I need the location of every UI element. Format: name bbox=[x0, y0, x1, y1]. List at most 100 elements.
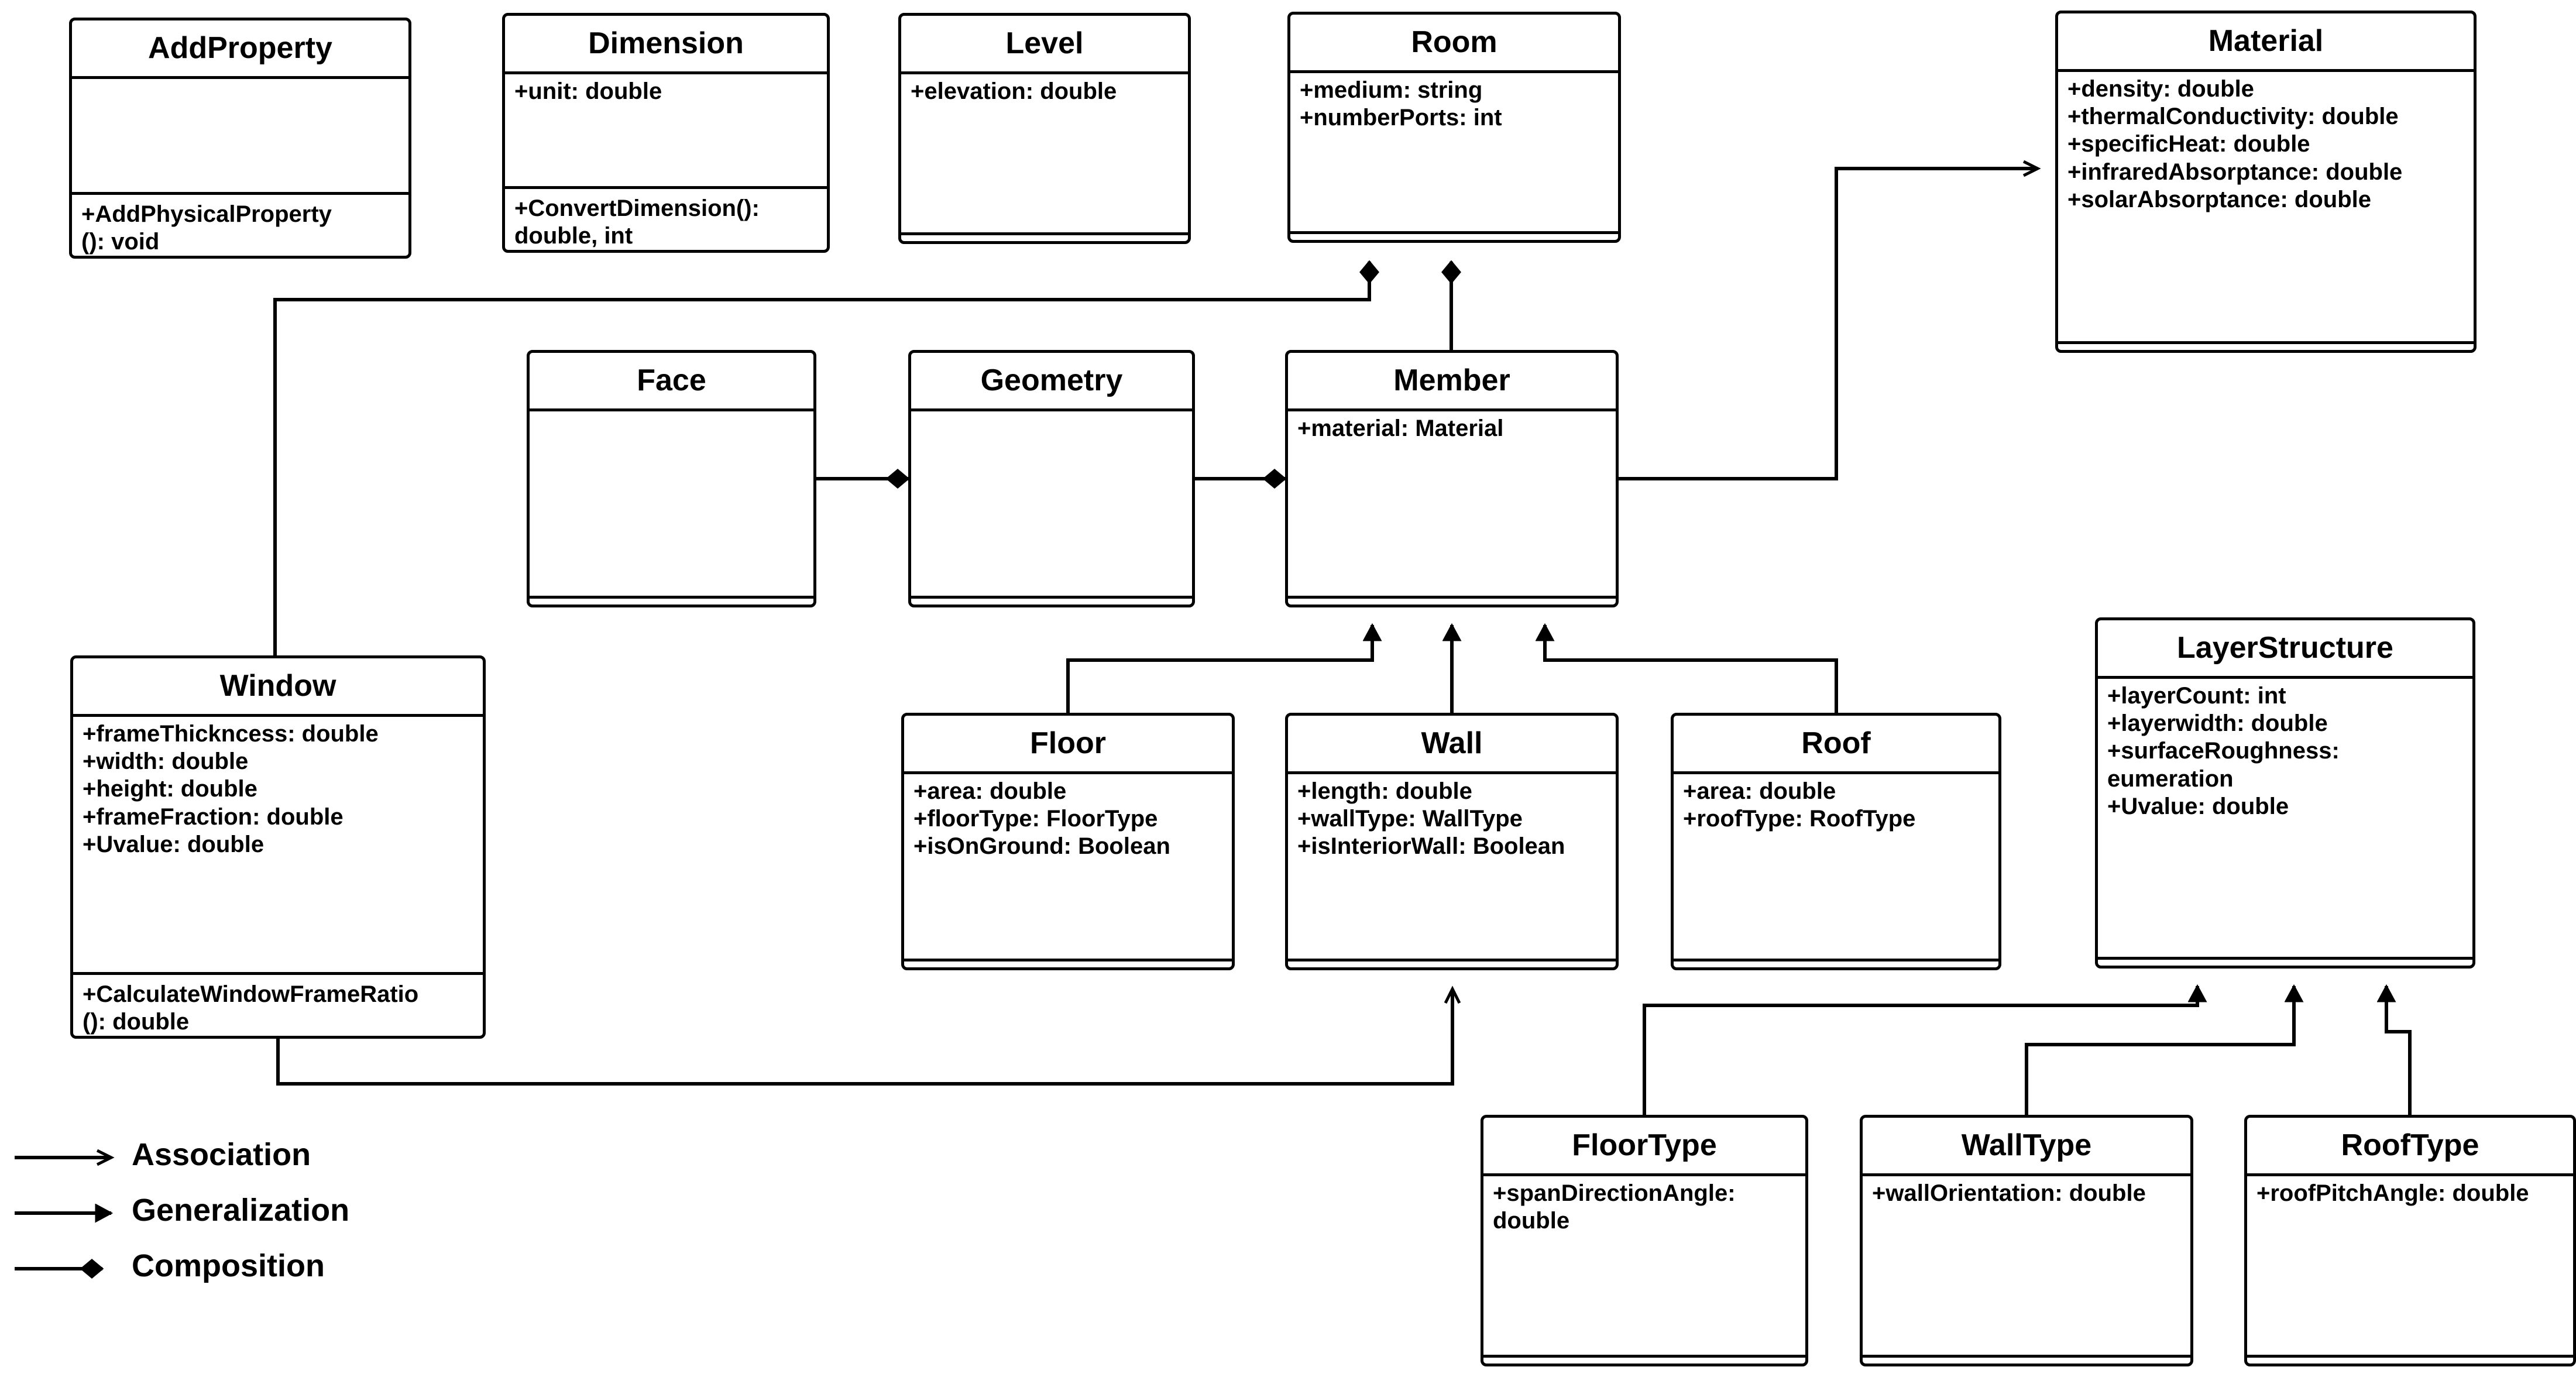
attribute-row: +density: double bbox=[2067, 76, 2254, 102]
class-separator bbox=[1863, 1355, 2190, 1358]
uml-class-window[interactable]: Window+frameThickncess: double+width: do… bbox=[70, 655, 486, 1039]
class-name-face: Face bbox=[637, 363, 706, 398]
uml-class-geometry[interactable]: Geometry bbox=[908, 350, 1195, 607]
class-operations-roof bbox=[1674, 961, 1998, 967]
uml-class-addproperty[interactable]: AddProperty+AddPhysicalProperty (): void bbox=[69, 18, 411, 259]
operation-row: +AddPhysicalProperty (): void bbox=[81, 201, 332, 255]
uml-class-floor[interactable]: Floor+area: double+floorType: FloorType+… bbox=[901, 713, 1235, 970]
class-operations-room bbox=[1290, 234, 1618, 240]
class-attributes-face bbox=[530, 411, 813, 596]
conn-window-wall bbox=[276, 989, 1452, 1086]
class-attributes-room: +medium: string+numberPorts: int bbox=[1290, 73, 1618, 231]
class-separator bbox=[1863, 1173, 2190, 1176]
class-separator bbox=[1288, 408, 1616, 411]
class-separator bbox=[2058, 69, 2474, 72]
class-operations-addproperty: +AddPhysicalProperty (): void bbox=[72, 195, 408, 256]
class-separator bbox=[1288, 959, 1616, 961]
uml-class-member[interactable]: Member +material: Material bbox=[1285, 350, 1619, 607]
class-attributes-rooftype: +roofPitchAngle: double bbox=[2247, 1176, 2573, 1355]
class-separator bbox=[1483, 1173, 1805, 1176]
conn-roof-member bbox=[1545, 625, 1838, 713]
class-name-layerstructure: LayerStructure bbox=[2177, 631, 2393, 665]
attribute-row: +Uvalue: double bbox=[83, 831, 265, 857]
class-separator bbox=[1290, 231, 1618, 234]
uml-class-room[interactable]: Room +medium: string+numberPorts: int bbox=[1287, 12, 1621, 243]
class-name-floortype: FloorType bbox=[1572, 1128, 1717, 1163]
operation-row: +CalculateWindowFrameRatio (): double bbox=[83, 981, 419, 1035]
uml-class-level[interactable]: Level +elevation: double bbox=[898, 13, 1191, 244]
class-separator bbox=[1674, 771, 1998, 774]
class-attributes-floor: +area: double+floorType: FloorType+isOnG… bbox=[904, 774, 1232, 959]
class-attributes-member: +material: Material bbox=[1288, 411, 1616, 596]
class-separator bbox=[2058, 341, 2474, 344]
association-connectors bbox=[276, 169, 2038, 1086]
attribute-row: +layerwidth: double bbox=[2107, 710, 2328, 737]
class-operations-face bbox=[530, 599, 813, 605]
uml-class-layerstructure[interactable]: LayerStructure +layerCount: int+layerwidt… bbox=[2095, 617, 2475, 969]
class-name-rooftype: RoofType bbox=[2341, 1128, 2479, 1163]
conn-window-room bbox=[273, 260, 1379, 655]
attribute-row: +isInteriorWall: Boolean bbox=[1297, 833, 1565, 860]
attribute-row: +layerCount: int bbox=[2107, 683, 2286, 709]
operation-row: +ConvertDimension(): double, int bbox=[514, 195, 760, 249]
attribute-row: +height: double bbox=[83, 776, 257, 802]
class-operations-geometry bbox=[911, 599, 1192, 605]
attribute-row: +thermalConductivity: double bbox=[2067, 104, 2399, 130]
class-name-material: Material bbox=[2208, 24, 2324, 59]
class-separator bbox=[1483, 1355, 1805, 1358]
class-attributes-geometry bbox=[911, 411, 1192, 596]
uml-class-floortype[interactable]: FloorType +spanDirectionAngle: double bbox=[1481, 1115, 1808, 1366]
uml-class-face[interactable]: Face bbox=[527, 350, 816, 607]
class-name-room: Room bbox=[1411, 25, 1497, 60]
attribute-row: +medium: string bbox=[1300, 77, 1483, 103]
generalization-connectors bbox=[1066, 625, 2412, 1115]
class-name-roof: Roof bbox=[1801, 726, 1871, 761]
class-separator bbox=[72, 76, 408, 79]
class-separator bbox=[1288, 771, 1616, 774]
uml-class-walltype[interactable]: WallType+wallOrientation: double bbox=[1860, 1115, 2193, 1366]
class-operations-rooftype bbox=[2247, 1358, 2573, 1364]
conn-floor-member bbox=[1066, 625, 1372, 713]
class-separator bbox=[901, 232, 1188, 235]
conn-member-material bbox=[1619, 169, 2038, 480]
class-separator bbox=[72, 191, 408, 195]
class-separator bbox=[2247, 1355, 2573, 1358]
attribute-row: +numberPorts: int bbox=[1300, 105, 1502, 131]
class-separator bbox=[73, 971, 483, 975]
class-separator bbox=[530, 408, 813, 411]
uml-class-material[interactable]: Material +density: double+thermalConducti… bbox=[2055, 11, 2477, 353]
class-attributes-floortype: +spanDirectionAngle: double bbox=[1483, 1176, 1805, 1355]
class-separator bbox=[2098, 676, 2472, 679]
uml-class-wall[interactable]: Wall+length: double+wallType: WallType+i… bbox=[1285, 713, 1619, 970]
class-name-dimension: Dimension bbox=[588, 26, 744, 61]
uml-class-roof[interactable]: Roof+area: double+roofType: RoofType bbox=[1671, 713, 2001, 970]
attribute-row: +floorType: FloorType bbox=[913, 806, 1158, 832]
attribute-row: +infraredAbsorptance: double bbox=[2067, 159, 2403, 185]
class-separator bbox=[2098, 957, 2472, 960]
class-name-member: Member bbox=[1393, 363, 1510, 398]
class-separator bbox=[1674, 959, 1998, 961]
conn-rooftype-layerstructure bbox=[2386, 986, 2412, 1115]
class-attributes-material: +density: double+thermalConductivity: do… bbox=[2058, 72, 2474, 341]
conn-floortype-layerstructure bbox=[1643, 986, 2197, 1115]
class-separator bbox=[911, 596, 1192, 599]
class-attributes-walltype: +wallOrientation: double bbox=[1863, 1176, 2190, 1355]
class-operations-member bbox=[1288, 599, 1616, 605]
class-operations-wall bbox=[1288, 961, 1616, 967]
class-attributes-window: +frameThickncess: double+width: double+h… bbox=[73, 717, 483, 972]
composition-connectors bbox=[273, 260, 1461, 655]
class-operations-dimension: +ConvertDimension(): double, int bbox=[505, 189, 827, 250]
attribute-row: +specificHeat: double bbox=[2067, 131, 2310, 157]
class-separator bbox=[901, 71, 1188, 74]
attribute-row: +roofPitchAngle: double bbox=[2256, 1180, 2529, 1206]
attribute-row: +area: double bbox=[913, 778, 1067, 804]
class-attributes-wall: +length: double+wallType: WallType+isInt… bbox=[1288, 774, 1616, 959]
class-name-level: Level bbox=[1005, 26, 1084, 61]
class-operations-floortype bbox=[1483, 1358, 1805, 1364]
attribute-row: +frameFraction: double bbox=[83, 803, 344, 830]
uml-class-rooftype[interactable]: RoofType +roofPitchAngle: double bbox=[2244, 1115, 2576, 1366]
uml-class-dimension[interactable]: Dimension+unit: double+ConvertDimension(… bbox=[502, 13, 830, 253]
attribute-row: +elevation: double bbox=[911, 78, 1117, 104]
